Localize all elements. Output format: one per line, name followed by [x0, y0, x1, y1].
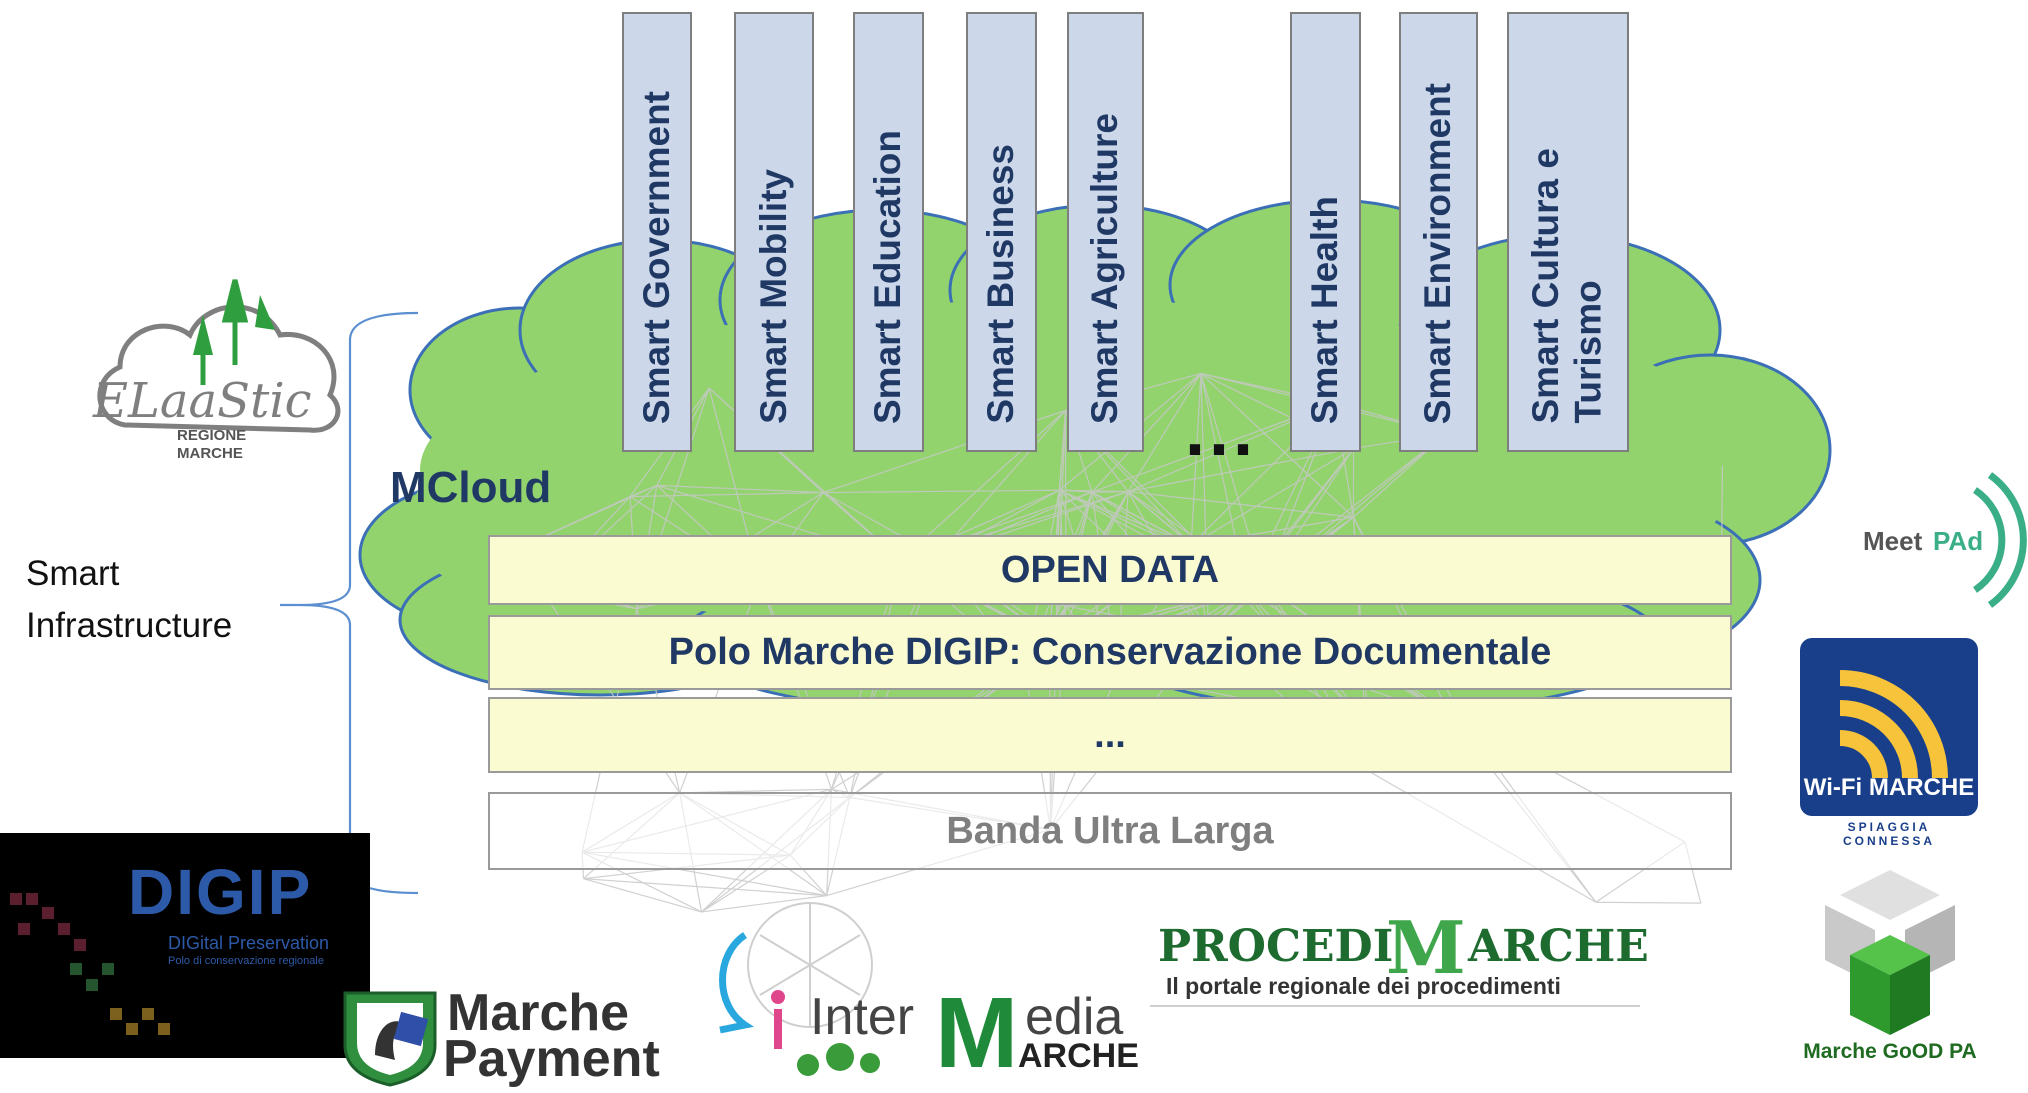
pillar-smart-cultura-turismo: Smart Cultura e Turismo [1507, 12, 1629, 452]
wifi-title: Wi-Fi MARCHE [1800, 774, 1978, 802]
pillar-smart-education: Smart Education [853, 12, 924, 452]
layer-more: ... [488, 697, 1732, 773]
meetpad-text-a: Meet [1863, 526, 1922, 557]
cubes-icon [1780, 865, 2000, 1045]
pillar-label: Smart Mobility [753, 169, 796, 450]
layer-label: Polo Marche DIGIP: Conservazione Documen… [669, 631, 1552, 674]
intermedia-m: M [935, 983, 1018, 1083]
layer-polo-digip: Polo Marche DIGIP: Conservazione Documen… [488, 615, 1732, 690]
pillar-smart-agriculture: Smart Agriculture [1067, 12, 1144, 452]
digip-name: DIGIP [128, 855, 312, 929]
good-pa-title: Marche GoOD PA [1780, 1040, 2000, 1064]
intermedia-word1: Inter [810, 987, 914, 1047]
mesh-link [1722, 466, 1723, 542]
layer-banda-ultra-larga: Banda Ultra Larga [488, 792, 1732, 870]
elaastic-sub2: MARCHE [177, 445, 243, 462]
smart-infrastructure-label: Smart Infrastructure [26, 548, 232, 652]
pillar-smart-health: Smart Health [1290, 12, 1361, 452]
mesh-link [1092, 492, 1128, 493]
intermedia-logo: Inter M edia ARCHE [700, 895, 1120, 1085]
digip-sub1: DIGital Preservation [168, 933, 329, 954]
pillar-smart-government: Smart Government [622, 12, 692, 452]
smart-infrastructure-line1: Smart [26, 548, 232, 600]
pillar-label: Smart Cultura e Turismo [1525, 148, 1610, 450]
layer-label: ... [1094, 714, 1126, 757]
mesh-link [1596, 902, 1701, 903]
pillar-label: Smart Education [867, 130, 910, 450]
procedi-title-c: ARCHE [1468, 921, 1649, 972]
elaastic-logo: ELaaStic REGIONE MARCHE [85, 255, 355, 470]
layer-label: Banda Ultra Larga [946, 810, 1273, 853]
pillar-smart-business: Smart Business [966, 12, 1037, 452]
pillars-ellipsis: ... [1185, 390, 1257, 472]
pillar-label: Smart Agriculture [1084, 113, 1127, 450]
procedi-marche-logo: PROCEDI M ARCHE Il portale regionale dei… [1150, 905, 1640, 1007]
intermedia-word3: ARCHE [1018, 1037, 1139, 1076]
digip-sub2: Polo di conservazione regionale [168, 955, 324, 967]
pillar-label: Smart Government [636, 91, 679, 450]
smart-infrastructure-line2: Infrastructure [26, 600, 232, 652]
marche-good-pa-logo: Marche GoOD PA [1780, 865, 2000, 1070]
layer-open-data: OPEN DATA [488, 535, 1732, 605]
procedi-subtitle: Il portale regionale dei procedimenti [1166, 973, 1561, 1000]
mesh-link [584, 879, 827, 896]
pillar-label: Smart Business [980, 144, 1023, 450]
wifi-subtitle: SPIAGGIA CONNESSA [1800, 820, 1978, 848]
wifi-marche-logo: Wi-Fi MARCHE SPIAGGIA CONNESSA [1800, 638, 1978, 838]
layer-label: OPEN DATA [1001, 549, 1219, 592]
pillar-smart-environment: Smart Environment [1399, 12, 1478, 452]
mcloud-label: MCloud [390, 463, 551, 513]
pillar-smart-mobility: Smart Mobility [734, 12, 814, 452]
procedi-title-a: PROCEDI [1158, 921, 1393, 972]
elaastic-name: ELaaStic [93, 373, 312, 429]
digip-logo: DIGIP DIGital Preservation Polo di conse… [0, 833, 370, 1058]
elaastic-sub1: REGIONE [177, 427, 246, 444]
meetpad-text-b: PAd [1933, 526, 1983, 557]
mesh-link [584, 879, 702, 912]
marche-payment-logo: Marche Payment [335, 985, 655, 1088]
pillar-label: Smart Environment [1417, 83, 1460, 450]
marche-payment-line2: Payment [443, 1029, 660, 1089]
wifi-badge: Wi-Fi MARCHE [1800, 638, 1978, 816]
meetpad-logo: Meet PAd [1855, 470, 2028, 610]
pillar-label: Smart Health [1304, 196, 1347, 450]
shield-icon [335, 985, 445, 1088]
